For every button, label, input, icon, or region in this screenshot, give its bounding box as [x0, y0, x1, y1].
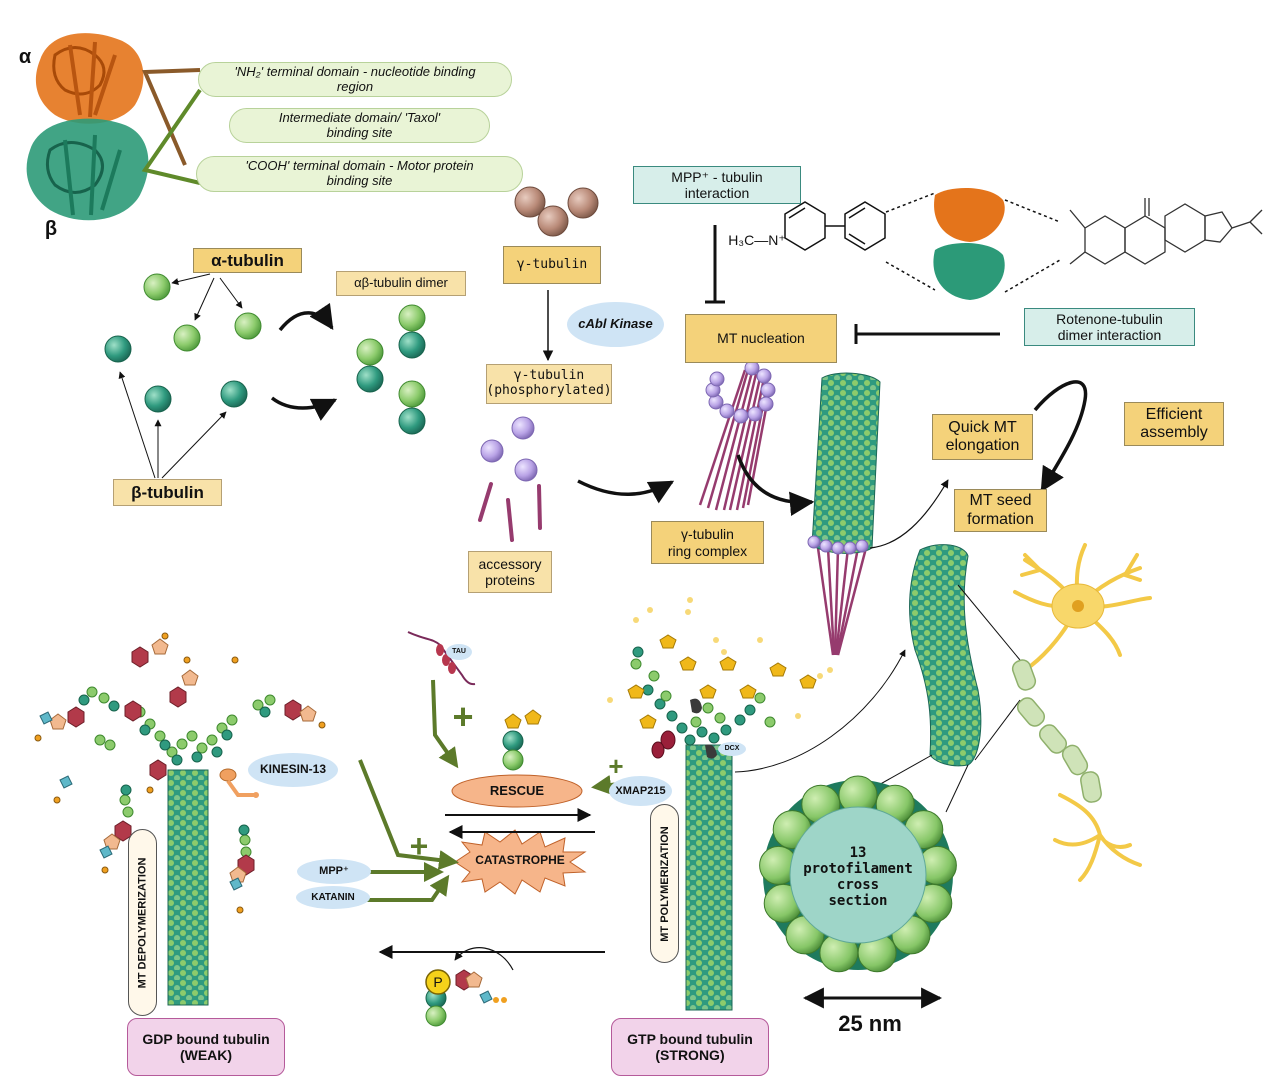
mpp-molecule	[784, 201, 886, 251]
gamma-ring-complex	[698, 360, 776, 511]
accessory-proteins-label: accessory proteins	[468, 551, 552, 593]
accessory-to-ring-arrow	[577, 479, 675, 504]
dimer-stack	[356, 304, 426, 435]
beta-letter: β	[44, 217, 58, 240]
cooh-domain-label: 'COOH' terminal domain - Motor protein b…	[196, 156, 523, 192]
intermediate-domain-label: Intermediate domain/ 'Taxol' binding sit…	[229, 108, 490, 143]
neuron	[1011, 543, 1152, 882]
rescue-label: RESCUE	[489, 782, 545, 798]
mpp-formula-label: H₃C—N⁺	[728, 231, 786, 248]
monomer-arrows	[118, 273, 243, 479]
phosphate-arrow	[454, 947, 514, 971]
tau-label: TAU	[446, 644, 472, 660]
curved-microtubule	[909, 544, 982, 767]
scale-bar-label: 25 nm	[838, 1011, 902, 1037]
alpha-tubulin-structure	[35, 33, 144, 124]
gamma-tubulin-label: γ-tubulin	[503, 246, 601, 284]
dimer-label: αβ-tubulin dimer	[336, 271, 466, 296]
xmap-plus-sign: +	[608, 751, 624, 782]
tubulin-dimer-structure	[933, 188, 1005, 300]
rescue-catastrophe-arrows	[378, 808, 605, 959]
kinesin-label: KINESIN-13	[248, 753, 338, 787]
alpha-letter: α	[18, 45, 32, 68]
seed-to-elongation-arrow	[869, 479, 949, 549]
domain-brackets	[141, 68, 202, 185]
gdp-tubulin-label: GDP bound tubulin (WEAK)	[127, 1018, 285, 1076]
kinesin-motor	[219, 768, 259, 798]
polymerization-label: MT POLYMERIZATION	[650, 804, 679, 963]
gamma-tubulin-spheres	[514, 186, 599, 237]
mpp-label: MPP⁺	[297, 859, 371, 884]
nucleated-microtubule	[807, 372, 881, 656]
protofilament-cross-section	[759, 775, 957, 973]
catastrophe-starburst	[454, 829, 587, 895]
rescue-tubulin	[502, 709, 542, 771]
polymerization-text: MT POLYMERIZATION	[658, 825, 671, 942]
phospho-gamma-label: γ-tubulin (phosphorylated)	[486, 364, 612, 404]
rotenone-inhibition-line	[854, 324, 1000, 344]
depolymerization-label: MT DEPOLYMERIZATION	[128, 829, 157, 1016]
polymerizing-microtubule	[607, 597, 833, 1011]
gtp-tubulin-label: GTP bound tubulin (STRONG)	[611, 1018, 769, 1076]
cross-section-label: 13 protofilament cross section	[803, 844, 913, 910]
mpp-interaction-label: MPP⁺ - tubulin interaction	[633, 166, 801, 204]
dcx-label: DCX	[718, 742, 746, 756]
accessory-rods	[478, 482, 542, 542]
ring-to-mt-arrow	[736, 454, 815, 516]
nh2-domain-label: 'NH₂' terminal domain - nucleotide bindi…	[198, 62, 512, 97]
katanin-label: KATANIN	[296, 886, 370, 909]
cross-section-lines	[851, 584, 1021, 813]
phosphate-label: P	[433, 973, 443, 990]
monomer-group	[104, 273, 262, 413]
depolymerizing-microtubule	[34, 632, 326, 1006]
dimer-curved-arrows	[270, 302, 338, 421]
rotenone-molecule	[1069, 198, 1263, 265]
alpha-tubulin-label: α-tubulin	[193, 248, 302, 273]
rescue-oval	[451, 774, 583, 808]
elongation-to-seed-arrow	[1033, 380, 1088, 493]
xmap215-label: XMAP215	[609, 776, 672, 806]
cabl-kinase-label: cAbl Kinase	[567, 302, 664, 347]
rotenone-interaction-label: Rotenone-tubulin dimer interaction	[1024, 308, 1195, 346]
polymer-to-curved-arrow	[734, 649, 906, 773]
released-tubulin	[425, 969, 507, 1027]
accessory-spheres	[480, 416, 538, 482]
seed-formation-label: MT seed formation	[954, 489, 1047, 532]
depolymerization-text: MT DEPOLYMERIZATION	[136, 857, 149, 988]
rescue-plus-sign: +	[452, 696, 474, 738]
mpp-inhibition-line	[705, 225, 725, 304]
catastrophe-plus-sign: +	[409, 827, 429, 864]
ring-complex-label: γ-tubulin ring complex	[651, 521, 764, 564]
dotted-connectors	[885, 192, 1061, 293]
catastrophe-label: CATASTROPHE	[475, 853, 565, 868]
beta-tubulin-structure	[26, 118, 149, 221]
quick-elongation-label: Quick MT elongation	[932, 414, 1033, 460]
beta-tubulin-label: β-tubulin	[113, 479, 222, 506]
mt-nucleation-label: MT nucleation	[685, 314, 837, 363]
efficient-assembly-label: Efficient assembly	[1124, 402, 1224, 446]
